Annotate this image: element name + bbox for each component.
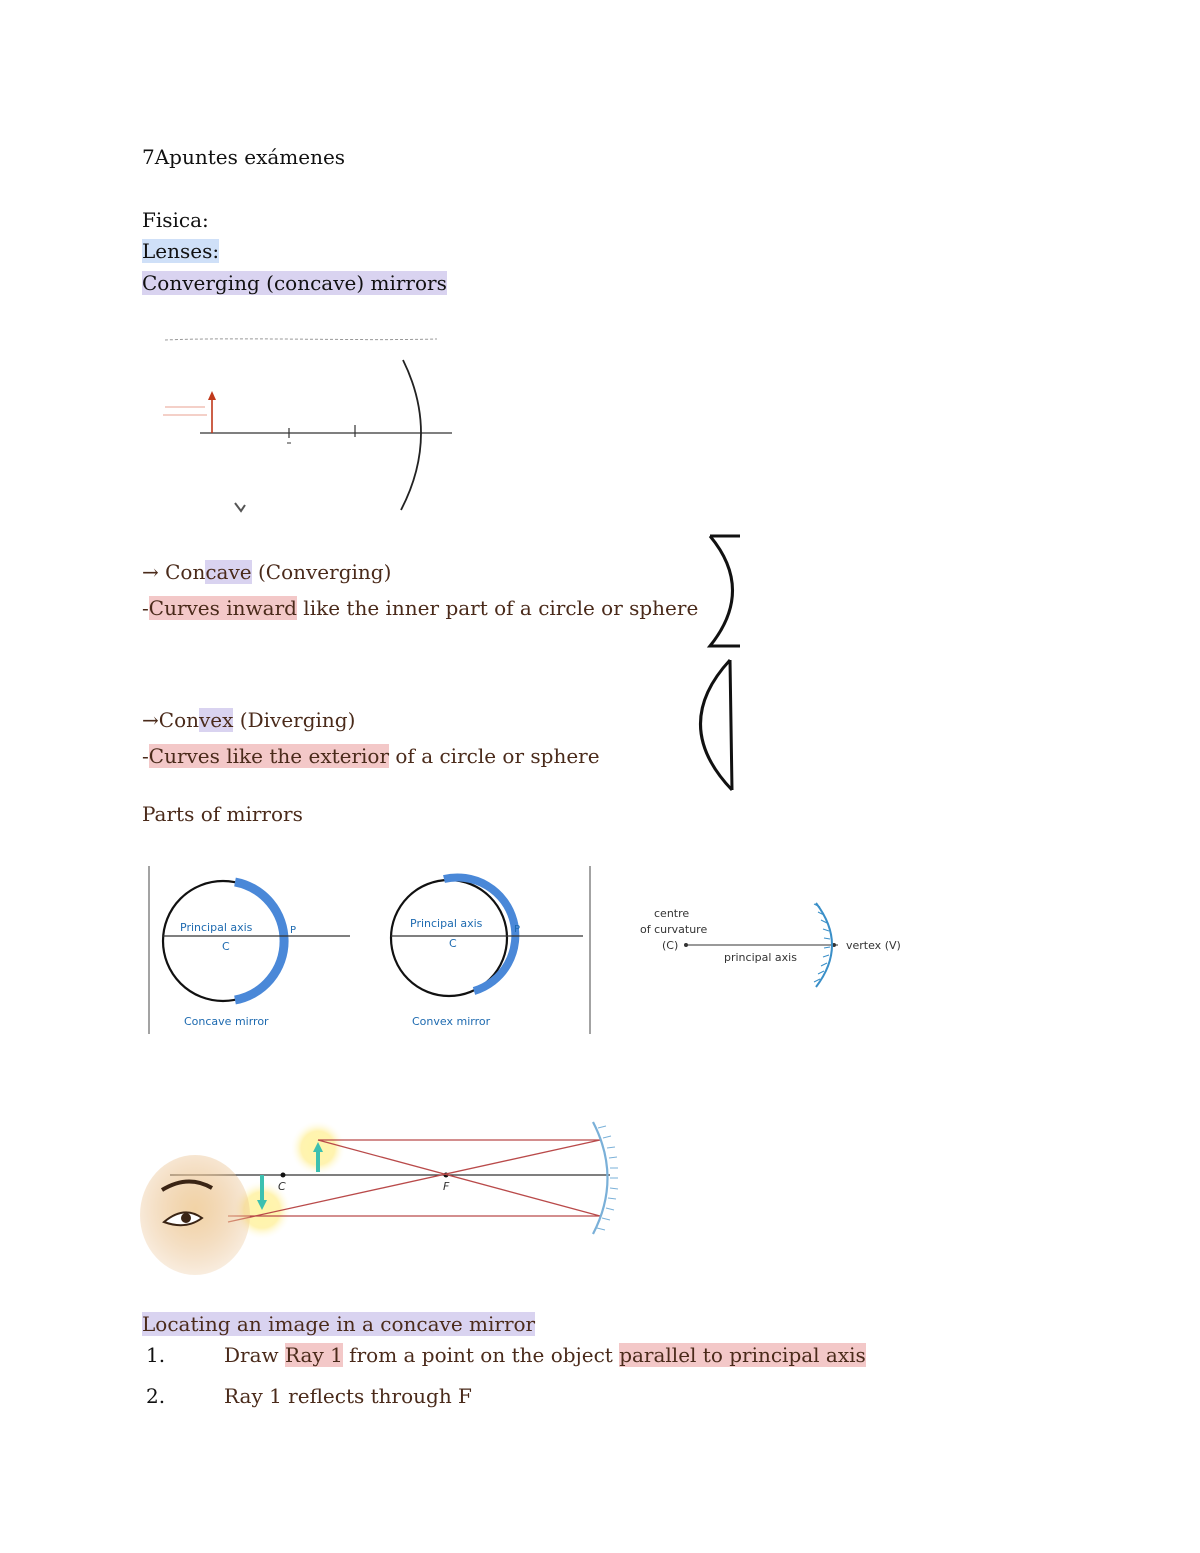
c-point-label: (C) — [662, 939, 678, 952]
vertex-label: vertex (V) — [846, 939, 901, 952]
document-title: 7Apuntes exámenes — [142, 145, 346, 169]
concave-p-label: P — [290, 925, 296, 936]
section-heading: Lenses: — [142, 238, 220, 264]
sketch-caption-scribble — [164, 338, 438, 341]
principal-axis-label: principal axis — [724, 951, 797, 964]
concave-description: -Curves inward like the inner part of a … — [142, 596, 699, 620]
convex-title: →Convex (Diverging) — [142, 708, 356, 732]
vertex-mirror-curve — [815, 902, 833, 988]
sketch-mirror-curve — [400, 359, 422, 511]
locating-heading: Locating an image in a concave mirror — [142, 1312, 536, 1336]
curvature-label: of curvature — [640, 923, 707, 936]
ray-c-label: C — [278, 1180, 286, 1193]
step-2-number: 2. — [146, 1384, 166, 1408]
subsection-heading-text: Converging (concave) mirrors — [142, 271, 447, 295]
convex-c-label: C — [449, 937, 457, 950]
convex-shape-icon — [699, 658, 734, 792]
concave-shape-icon — [706, 534, 740, 648]
concave-axis-label: Principal axis — [180, 921, 253, 934]
concave-mirror-sketch — [163, 338, 452, 513]
step-1-number: 1. — [146, 1343, 166, 1367]
parts-of-mirrors-figure: Principal axis C P Concave mirror Princi… — [148, 866, 591, 1034]
concave-caption: Concave mirror — [184, 1015, 269, 1028]
parts-heading: Parts of mirrors — [142, 802, 303, 826]
concave-title: → Concave (Converging) — [142, 560, 392, 584]
convex-p-label: P — [514, 924, 520, 935]
step-2: 2.Ray 1 reflects through F — [146, 1384, 472, 1408]
vertex-mirror-hatch — [813, 903, 831, 983]
concave-c-label: C — [222, 940, 230, 953]
convex-axis-label: Principal axis — [410, 917, 483, 930]
ray-mirror-hatch — [596, 1125, 619, 1231]
concave-mirror-arc — [234, 877, 289, 1005]
convex-caption: Convex mirror — [412, 1015, 491, 1028]
sketch-object-arrowhead — [208, 391, 216, 400]
vertex-figure: centre of curvature (C) principal axis v… — [640, 902, 901, 988]
ray-mirror-curve — [592, 1121, 609, 1235]
subsection-heading: Converging (concave) mirrors — [142, 270, 447, 296]
sketch-cursor-mark — [234, 502, 246, 513]
eyebrow-shape — [160, 1179, 214, 1192]
step-1: 1.Draw Ray 1 from a point on the object … — [146, 1343, 866, 1367]
convex-description: -Curves like the exterior of a circle or… — [142, 744, 600, 768]
ray-diagram-figure: C F — [140, 1120, 619, 1275]
convex-mirror-arc — [443, 873, 520, 995]
sketch-object-note — [163, 406, 207, 416]
subject-label: Fisica: — [142, 208, 209, 232]
centre-label: centre — [654, 907, 689, 920]
section-heading-text: Lenses: — [142, 239, 220, 263]
ray-f-label: F — [443, 1180, 450, 1193]
reflected-rays — [227, 1139, 601, 1223]
